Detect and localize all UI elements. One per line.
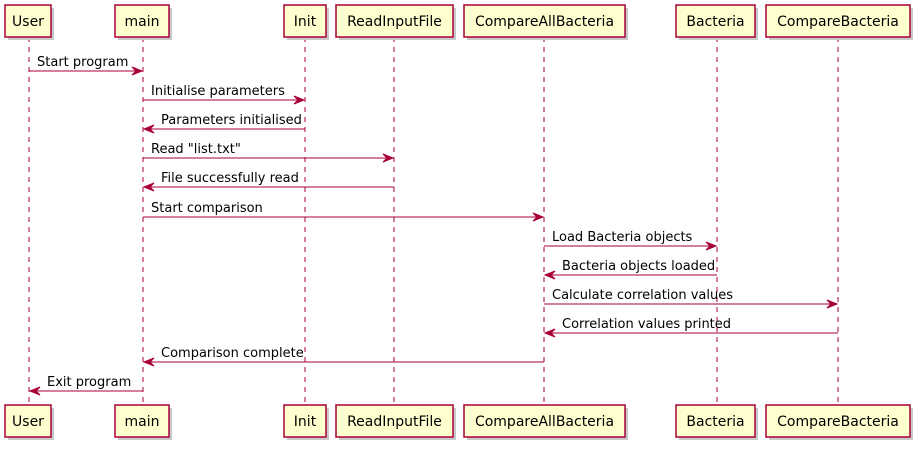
participant-box (4, 404, 52, 438)
message-label: Read "list.txt" (151, 142, 241, 157)
participant-bacteria-bottom: Bacteria (675, 404, 758, 440)
arrow-head-icon (532, 212, 545, 222)
participant-box (335, 404, 454, 438)
message-label: Correlation values printed (562, 317, 731, 332)
participant-compareallbacteria-top: CompareAllBacteria (463, 4, 628, 40)
arrow-head-icon (131, 66, 144, 76)
message-label: File successfully read (161, 171, 299, 186)
participant-label: ReadInputFile (347, 414, 442, 430)
participant-readinputfile-top: ReadInputFile (335, 4, 456, 40)
arrow-head-icon (826, 299, 839, 309)
message-7: Load Bacteria objects (544, 230, 718, 251)
participant-compareallbacteria-bottom: CompareAllBacteria (463, 404, 628, 440)
participant-user-top: User (4, 4, 54, 40)
message-label: Load Bacteria objects (552, 230, 693, 245)
message-label: Comparison complete (161, 346, 304, 361)
participant-label: main (125, 414, 160, 430)
participants-bottom: User main Init ReadInputFile CompareAllBacte… (4, 404, 913, 440)
participant-label: Init (294, 14, 317, 30)
lifelines (28, 37, 839, 404)
participant-init-bottom: Init (283, 404, 329, 440)
participant-box (114, 4, 170, 38)
message-label: Bacteria objects loaded (562, 259, 715, 274)
participant-label: CompareAllBacteria (475, 14, 614, 30)
arrow-head-icon (382, 153, 395, 163)
message-10: Correlation values printed (543, 317, 838, 338)
participant-label: User (12, 14, 44, 30)
message-8: Bacteria objects loaded (543, 259, 717, 280)
arrow-head-icon (28, 386, 41, 396)
participant-label: Bacteria (686, 14, 744, 30)
participant-main-bottom: main (114, 404, 172, 440)
participant-box (675, 404, 756, 438)
arrow-head-icon (142, 357, 155, 367)
arrow-head-icon (293, 95, 306, 105)
participant-box (463, 4, 626, 38)
participant-label: CompareBacteria (777, 14, 899, 30)
participant-comparebacteria-bottom: CompareBacteria (765, 404, 913, 440)
participant-bacteria-top: Bacteria (675, 4, 758, 40)
message-6: Start comparison (143, 201, 545, 222)
arrow-head-icon (142, 182, 155, 192)
message-label: Parameters initialised (161, 113, 302, 128)
participant-label: Init (294, 414, 317, 430)
participant-label: User (12, 414, 44, 430)
participant-label: Bacteria (686, 414, 744, 430)
message-label: Start comparison (151, 201, 263, 216)
message-4: Read "list.txt" (143, 142, 395, 163)
message-label: Initialise parameters (151, 84, 285, 99)
message-9: Calculate correlation values (544, 288, 839, 309)
message-label: Exit program (47, 375, 131, 390)
message-1: Start program (29, 55, 144, 76)
message-label: Start program (37, 55, 128, 70)
participant-box (283, 4, 327, 38)
participant-box (675, 4, 756, 38)
message-12: Exit program (28, 375, 143, 396)
arrow-head-icon (543, 328, 556, 338)
arrow-head-icon (142, 124, 155, 134)
participant-label: CompareAllBacteria (475, 414, 614, 430)
participant-box (463, 404, 626, 438)
participant-box (765, 404, 911, 438)
participant-box (283, 404, 327, 438)
participant-box (4, 4, 52, 38)
message-2: Initialise parameters (143, 84, 306, 105)
message-label: Calculate correlation values (552, 288, 733, 303)
participant-label: main (125, 14, 160, 30)
message-5: File successfully read (142, 171, 394, 192)
participant-user-bottom: User (4, 404, 54, 440)
message-3: Parameters initialised (142, 113, 305, 134)
arrow-head-icon (705, 241, 718, 251)
participant-comparebacteria-top: CompareBacteria (765, 4, 913, 40)
participant-label: ReadInputFile (347, 14, 442, 30)
participant-box (765, 4, 911, 38)
participant-box (335, 4, 454, 38)
message-11: Comparison complete (142, 346, 544, 367)
participant-main-top: main (114, 4, 172, 40)
participant-box (114, 404, 170, 438)
participants-top: User main Init ReadInputFile CompareAllBacte… (4, 4, 913, 40)
arrow-head-icon (543, 270, 556, 280)
participant-readinputfile-bottom: ReadInputFile (335, 404, 456, 440)
participant-init-top: Init (283, 4, 329, 40)
participant-label: CompareBacteria (777, 414, 899, 430)
